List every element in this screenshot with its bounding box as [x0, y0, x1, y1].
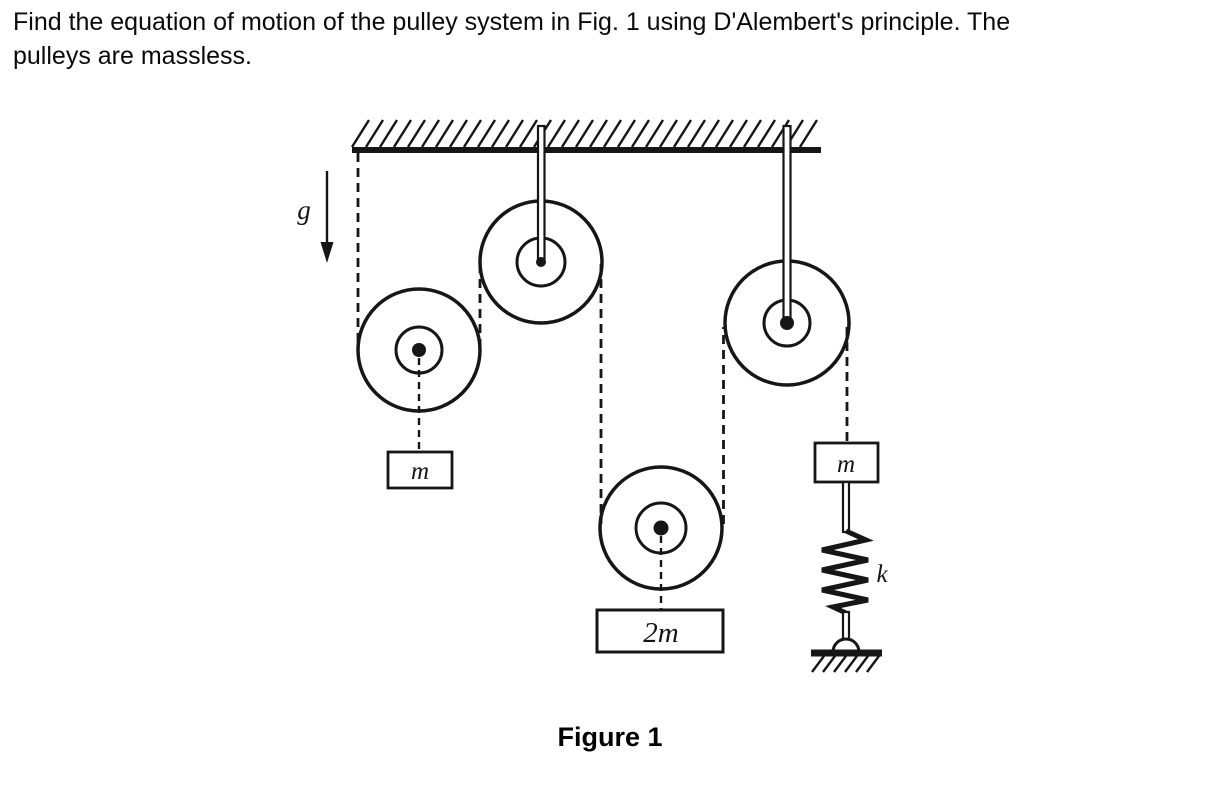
mass-left-box [386, 450, 454, 490]
ropes [356, 153, 849, 610]
mass-right-box [813, 441, 880, 484]
spring-base-dome [831, 637, 861, 653]
ceiling-hatching [350, 119, 819, 148]
gravity-arrow [320, 171, 334, 263]
support-rod-right-pulley [782, 124, 792, 325]
problem-statement: Find the equation of motion of the pulle… [13, 5, 1010, 73]
pulley-bottom-axle [653, 520, 669, 536]
spring-upper-rod [841, 480, 851, 534]
mass-center-label: 2m [643, 617, 678, 649]
mass-right: m [813, 441, 880, 484]
pulley-left [356, 287, 482, 413]
mass-right-label: m [837, 451, 855, 478]
pulley-right-axle [780, 316, 794, 330]
mass-center-box [595, 608, 725, 654]
spring-label: k [876, 561, 888, 588]
pulley-left-axle [412, 343, 426, 357]
mass-center: 2m [595, 608, 725, 654]
ground-hatching [811, 655, 880, 673]
spring-lower-rod [841, 610, 851, 643]
spring-coil [821, 528, 874, 616]
pulley-top [478, 124, 604, 325]
mass-left-label: m [411, 458, 429, 485]
pulley-bottom [598, 465, 724, 591]
pulley-right [723, 124, 851, 387]
gravity-label: g [297, 195, 311, 225]
pulley-top-axle [536, 257, 546, 267]
mass-left: m [386, 450, 454, 490]
problem-statement-line-2: pulleys are massless. [13, 42, 252, 70]
support-rod-top-pulley [536, 124, 546, 264]
problem-statement-line-1: Find the equation of motion of the pulle… [13, 8, 1011, 36]
ceiling [350, 119, 821, 153]
gravity-arrow-head [320, 242, 334, 263]
ground-anchor [811, 649, 882, 673]
figure-caption: Figure 1 [557, 722, 663, 752]
spring [821, 480, 874, 653]
